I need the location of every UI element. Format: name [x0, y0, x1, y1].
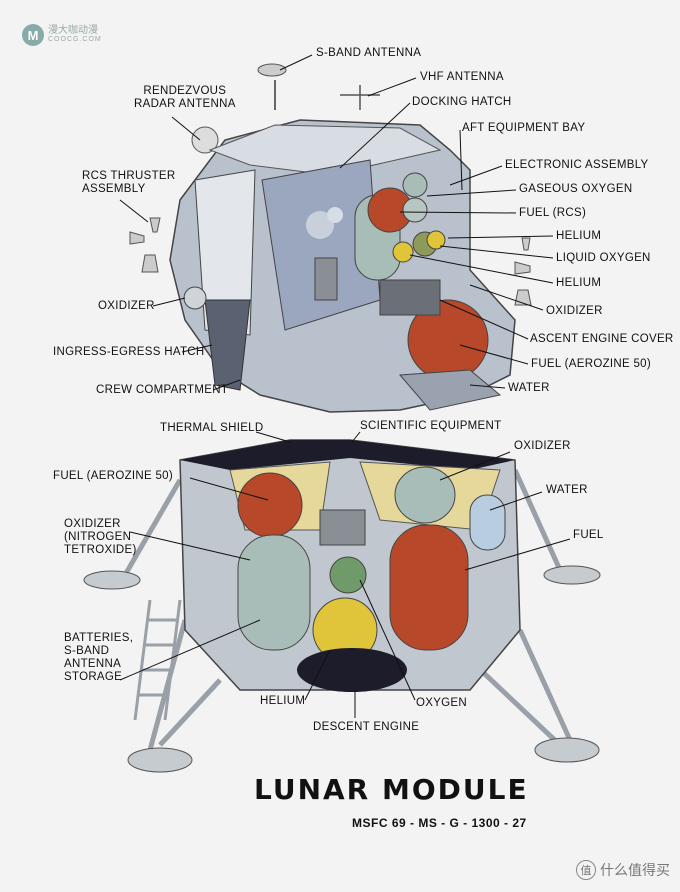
label-fuel-rcs: FUEL (RCS) [519, 207, 587, 219]
label-s-band-antenna: S-BAND ANTENNA [316, 47, 422, 59]
label-oxidizer-nitrogen: OXIDIZER (NITROGEN TETROXIDE) [64, 518, 137, 556]
label-batteries: BATTERIES, S-BAND ANTENNA STORAGE [64, 632, 134, 683]
label-electronic-assembly: ELECTRONIC ASSEMBLY [505, 159, 649, 171]
label-helium-2: HELIUM [556, 277, 602, 289]
label-helium-descent: HELIUM [260, 695, 306, 707]
label-vhf-antenna: VHF ANTENNA [420, 71, 504, 83]
label-gaseous-oxygen: GASEOUS OXYGEN [519, 183, 633, 195]
watermark-logo: M [22, 24, 44, 46]
descent-stage [83, 431, 601, 773]
label-oxidizer-top: OXIDIZER [514, 440, 571, 452]
label-oxidizer-right: OXIDIZER [546, 305, 603, 317]
label-ascent-engine-cover: ASCENT ENGINE COVER [530, 333, 674, 345]
label-water-descent: WATER [546, 484, 588, 496]
watermark: M 漫大咖动漫 COOCG.COM [22, 24, 102, 46]
watermark-text: 漫大咖动漫 [48, 25, 98, 36]
label-thermal-shield: THERMAL SHIELD [160, 422, 264, 434]
label-helium-1: HELIUM [556, 230, 602, 242]
label-aft-equipment-bay: AFT EQUIPMENT BAY [462, 122, 586, 134]
label-scientific-equipment: SCIENTIFIC EQUIPMENT [360, 420, 502, 432]
label-docking-hatch: DOCKING HATCH [412, 96, 512, 108]
label-fuel-aerozine-descent: FUEL (AEROZINE 50) [53, 470, 173, 482]
watermark-url: COOCG.COM [48, 36, 102, 43]
document-code: MSFC 69 - MS - G - 1300 - 27 [352, 816, 527, 830]
label-oxygen: OXYGEN [416, 697, 468, 709]
label-ingress-egress-hatch: INGRESS-EGRESS HATCH [53, 346, 205, 358]
label-fuel-aerozine-ascent: FUEL (AEROZINE 50) [531, 358, 651, 370]
label-rcs-thruster-assembly: RCS THRUSTER ASSEMBLY [82, 170, 176, 195]
label-water-ascent: WATER [508, 382, 550, 394]
page-title: LUNAR MODULE [254, 773, 529, 806]
zhi-logo-icon: 值 [576, 860, 596, 880]
badge-text: 什么值得买 [600, 862, 670, 878]
label-liquid-oxygen: LIQUID OXYGEN [556, 252, 651, 264]
ascent-stage [119, 54, 554, 413]
label-descent-engine: DESCENT ENGINE [313, 721, 420, 733]
label-crew-compartment: CREW COMPARTMENT [96, 384, 229, 396]
label-rendezvous-radar: RENDEZVOUS RADAR ANTENNA [134, 85, 236, 110]
source-badge: 值 什么值得买 [576, 860, 670, 880]
label-oxidizer-left: OXIDIZER [98, 300, 155, 312]
label-fuel-descent: FUEL [573, 529, 604, 541]
